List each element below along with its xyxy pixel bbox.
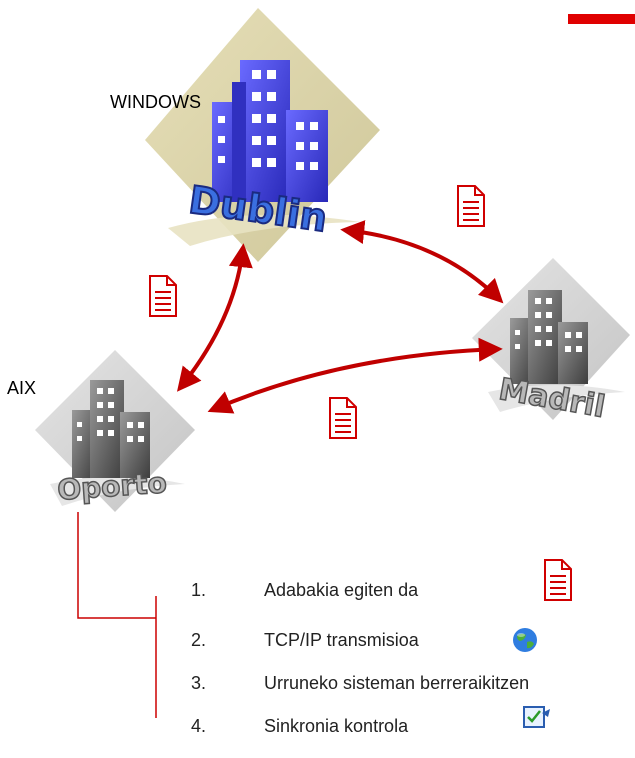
accent-bar — [568, 14, 635, 24]
step-text: TCP/IP transmisioa — [264, 630, 419, 650]
globe-icon — [513, 628, 537, 652]
step-number: 4. — [191, 716, 207, 736]
connector-lines — [77, 512, 157, 718]
os-label-aix: AIX — [7, 378, 37, 398]
arrow-oporto-madrid — [207, 337, 503, 414]
madrid-city-icon: Madril — [472, 258, 630, 426]
step-number: 2. — [191, 630, 207, 650]
document-icon — [457, 185, 485, 227]
arrow-dublin-madrid — [340, 220, 504, 304]
step1-document-icon — [544, 559, 572, 601]
oporto-city-icon: Oporto — [35, 350, 195, 512]
document-icon — [149, 275, 177, 317]
dublin-city-icon: Dublin — [145, 8, 380, 262]
step-text: Adabakia egiten da — [264, 580, 419, 600]
checklist-icon — [523, 706, 550, 728]
step-text: Sinkronia kontrola — [264, 716, 409, 736]
oporto-name: Oporto — [56, 466, 168, 507]
arrow-dublin-oporto — [176, 243, 253, 392]
os-label-windows: WINDOWS — [110, 92, 201, 112]
step-number: 1. — [191, 580, 207, 600]
document-icon — [329, 397, 357, 439]
